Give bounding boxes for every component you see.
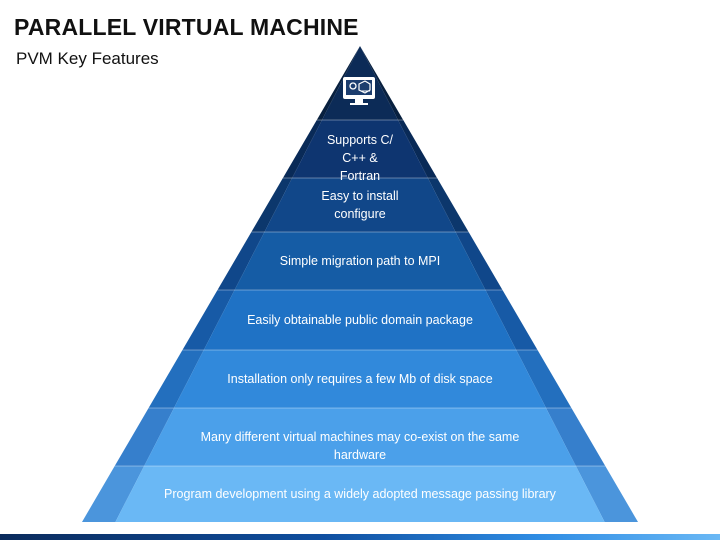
pyramid-tier-side (82, 466, 145, 522)
pyramid-tier-side (516, 350, 572, 408)
pyramid-level-label: Easily obtainable public domain package (247, 313, 473, 327)
pyramid-level-label: Many different virtual machines may co-e… (200, 430, 520, 463)
pyramid-tier (144, 408, 576, 466)
pyramid-tier-side (546, 408, 606, 466)
pyramid-tier (292, 120, 428, 178)
pyramid-level-label: Supports C/ C++ & Fortran (326, 133, 393, 184)
pyramid-tier-side (455, 232, 503, 290)
pyramid-tier-side (427, 178, 469, 232)
pyramid-level-label: Program development using a widely adopt… (164, 487, 556, 501)
pyramid-tier-side (485, 290, 538, 350)
footer-accent-bar (0, 534, 720, 540)
pyramid-tier-side (282, 120, 322, 178)
pyramid-tier-side (316, 46, 360, 120)
pyramid-tier-side (114, 408, 174, 466)
pyramid-tier-side (360, 46, 404, 120)
monitor-gears-icon (343, 77, 375, 105)
pyramid-level-label: Easy to install configure (321, 189, 399, 222)
pyramid-tier (264, 178, 456, 232)
pyramid-tier-side (217, 232, 265, 290)
pyramid-tier (173, 350, 547, 408)
pyramid-tier (115, 466, 605, 522)
pyramid-tier-side (148, 350, 204, 408)
pyramid-tier-side (575, 466, 638, 522)
page-subtitle: PVM Key Features (16, 49, 159, 68)
pyramid-tier (234, 232, 486, 290)
pyramid-tier-side (398, 120, 438, 178)
pyramid-level-label: Installation only requires a few Mb of d… (227, 372, 493, 386)
pyramid-level-label: Simple migration path to MPI (279, 254, 441, 268)
pyramid-tier (203, 290, 517, 350)
page-title: PARALLEL VIRTUAL MACHINE (14, 14, 359, 40)
pyramid-tier-side (182, 290, 235, 350)
pyramid-tier-side (251, 178, 293, 232)
